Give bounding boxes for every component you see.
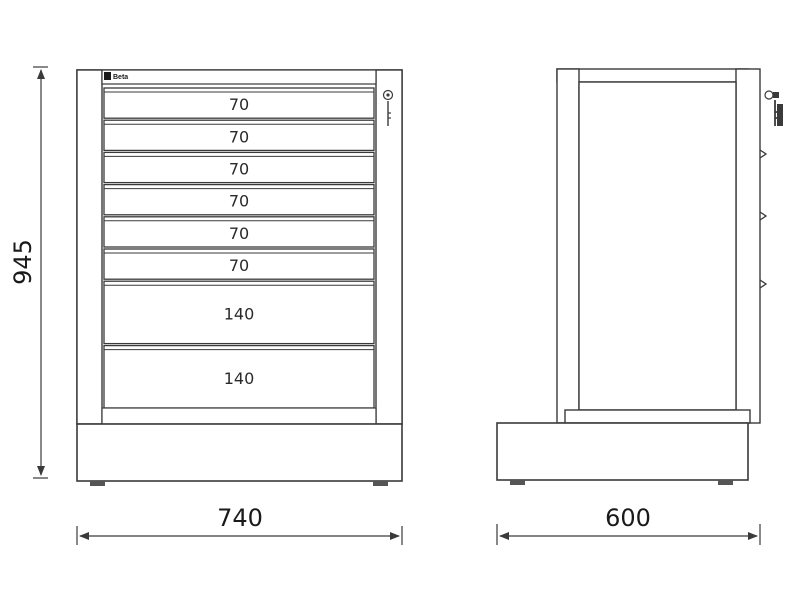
side-lock-icon — [764, 90, 783, 126]
side-plinth — [496, 422, 749, 481]
side-foot-left — [510, 480, 525, 485]
drawer-height-label: 70 — [229, 192, 249, 211]
side-bottom-rail — [564, 409, 751, 424]
drawer-front — [103, 119, 375, 152]
drawer-height-label: 140 — [224, 369, 255, 388]
side-top-cap — [556, 68, 749, 83]
width-dimension-label: 740 — [217, 504, 263, 532]
side-handle-1 — [759, 149, 768, 159]
drawer-front — [103, 87, 375, 119]
side-handle-2 — [759, 211, 768, 221]
drawer-height-label: 70 — [229, 224, 249, 243]
side-handle-3 — [759, 279, 768, 289]
front-foot-left — [90, 481, 105, 486]
lock-icon — [382, 89, 394, 126]
width-dimension: 740 — [76, 504, 403, 545]
drawer-height-label: 140 — [224, 304, 255, 323]
front-bottom-rail — [101, 407, 377, 425]
front-view: Beta 70 70 70 70 70 70 140 140 — [76, 69, 403, 486]
front-right-panel — [375, 69, 403, 425]
drawer-front — [103, 151, 375, 184]
depth-dimension-label: 600 — [605, 504, 651, 532]
drawer-height-label: 70 — [229, 160, 249, 179]
side-foot-right — [718, 480, 733, 485]
height-dimension-label: 945 — [9, 239, 37, 285]
drawer-height-label: 70 — [229, 95, 249, 114]
drawer-stack: 70 70 70 70 70 70 140 140 — [103, 87, 375, 409]
front-top-rail — [101, 69, 377, 85]
drawer-height-label: 70 — [229, 256, 249, 275]
side-back-post — [556, 68, 580, 424]
drawer-front — [103, 280, 375, 345]
front-foot-right — [373, 481, 388, 486]
drawer-front — [103, 216, 375, 248]
side-panel — [578, 81, 737, 411]
drawer-front — [103, 183, 375, 216]
beta-logo: Beta — [104, 72, 128, 81]
front-left-panel — [76, 69, 103, 425]
height-dimension: 945 — [9, 66, 48, 479]
drawer-front — [103, 248, 375, 280]
side-front-post — [735, 68, 761, 424]
drawer-height-label: 70 — [229, 127, 249, 146]
front-plinth — [76, 423, 403, 482]
depth-dimension: 600 — [496, 504, 761, 545]
svg-text:Beta: Beta — [113, 74, 128, 81]
side-view — [496, 68, 783, 485]
